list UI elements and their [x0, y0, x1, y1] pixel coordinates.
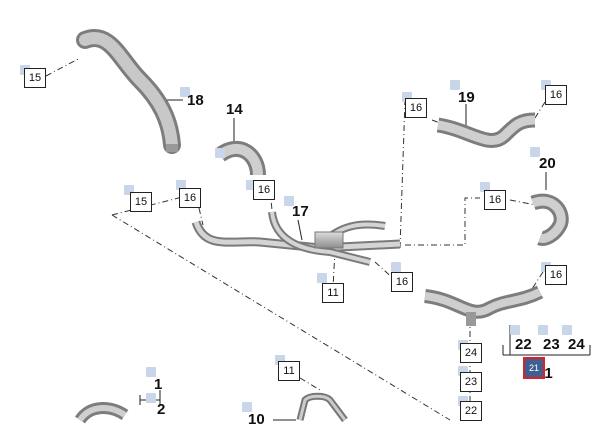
marker [480, 182, 490, 192]
marker [284, 196, 294, 206]
part-number-17[interactable]: 17 [292, 203, 309, 220]
marker [215, 148, 225, 158]
callout-box-15[interactable]: 15 [130, 192, 152, 212]
marker [562, 325, 572, 335]
marker [530, 147, 540, 157]
callout-lines [139, 99, 591, 421]
callout-box-24[interactable]: 24 [460, 343, 482, 363]
part-number-14[interactable]: 14 [226, 101, 243, 118]
callout-box-22[interactable]: 22 [460, 401, 482, 421]
part-number-24[interactable]: 24 [568, 336, 585, 353]
callout-box-11[interactable]: 11 [278, 361, 300, 381]
part-number-10[interactable]: 10 [248, 411, 265, 428]
hose-1[interactable] [75, 402, 129, 424]
selected-part-21[interactable]: 21 [523, 357, 545, 379]
part-number-1[interactable]: 1 [154, 376, 163, 393]
callout-box-16[interactable]: 16 [545, 85, 567, 105]
part-number-19[interactable]: 19 [458, 89, 475, 106]
part-number-20[interactable]: 20 [539, 155, 556, 172]
marker [538, 325, 548, 335]
marker [176, 180, 186, 190]
bracket-10[interactable] [296, 392, 348, 423]
marker [510, 325, 520, 335]
callout-box-11[interactable]: 11 [322, 283, 344, 303]
marker [450, 80, 460, 90]
leader-lines [45, 57, 546, 421]
part-number-18[interactable]: 18 [187, 92, 204, 109]
marker [402, 92, 412, 102]
callout-box-23[interactable]: 23 [460, 372, 482, 392]
callout-box-16[interactable]: 16 [405, 98, 427, 118]
marker [146, 393, 156, 403]
part-number-22[interactable]: 22 [515, 336, 532, 353]
marker [146, 367, 156, 377]
callout-box-16[interactable]: 16 [179, 188, 201, 208]
callout-box-16[interactable]: 16 [484, 190, 506, 210]
callout-box-16[interactable]: 16 [391, 272, 413, 292]
elbow-hose-14[interactable] [215, 141, 266, 176]
callout-box-16[interactable]: 16 [545, 265, 567, 285]
marker [180, 87, 190, 97]
marker [246, 180, 256, 190]
marker [458, 366, 468, 376]
part-number-2[interactable]: 2 [157, 401, 166, 418]
pipe-assembly-17[interactable] [191, 211, 401, 266]
marker [242, 402, 252, 412]
hose-18[interactable] [76, 29, 181, 154]
callout-box-15[interactable]: 15 [24, 68, 46, 88]
callout-box-16[interactable]: 16 [253, 180, 275, 200]
marker [275, 355, 285, 365]
part-number-23[interactable]: 23 [543, 336, 560, 353]
elbow-hose-20[interactable] [530, 193, 569, 246]
marker [391, 262, 401, 272]
marker [317, 273, 327, 283]
marker [124, 185, 134, 195]
hose-19[interactable] [436, 112, 536, 148]
hose-21[interactable] [423, 285, 544, 326]
